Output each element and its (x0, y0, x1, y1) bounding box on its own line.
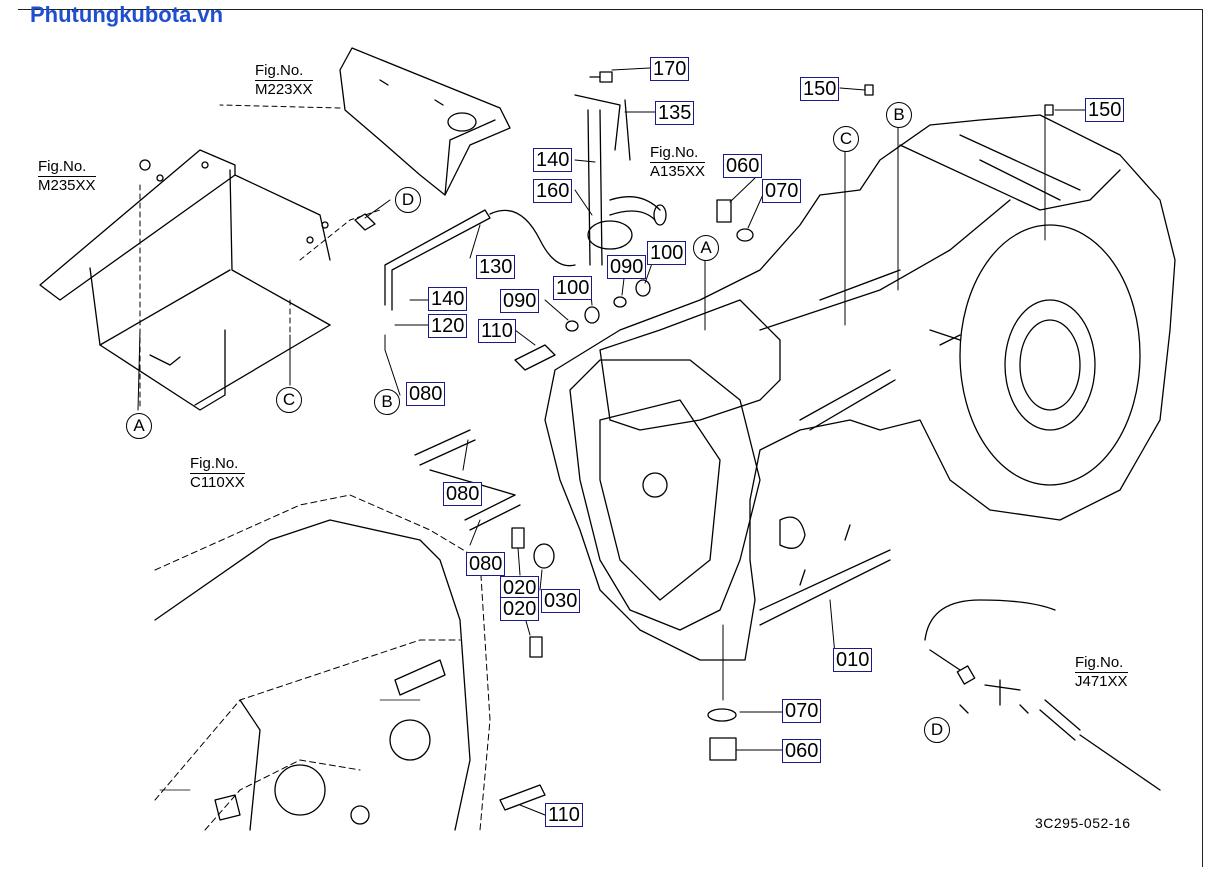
marker-d-lower: D (924, 717, 950, 743)
frame-right-border (1202, 9, 1203, 867)
fig-ref-a135: Fig.No. A135XX (650, 144, 706, 181)
callout-020-lower[interactable]: 020 (500, 597, 540, 621)
marker-c-left: C (276, 387, 302, 413)
front-housing-solid (154, 519, 471, 831)
fig-ref-m223: Fig.No. M223XX (255, 62, 313, 99)
fig-ref-label: Fig.No. (1075, 654, 1124, 671)
callout-130[interactable]: 130 (476, 255, 516, 279)
callout-070-lower[interactable]: 070 (782, 699, 822, 723)
callout-170[interactable]: 170 (650, 57, 690, 81)
callout-010[interactable]: 010 (833, 648, 873, 672)
small-parts-drawing (414, 71, 1054, 811)
callout-150-right[interactable]: 150 (1085, 98, 1125, 122)
callout-090-left[interactable]: 090 (500, 289, 540, 313)
front-housing-drawing (154, 494, 491, 831)
leader-lines-left (139, 104, 381, 411)
marker-c-right: C (833, 126, 859, 152)
callout-140-upper[interactable]: 140 (533, 148, 573, 172)
callout-135[interactable]: 135 (655, 101, 695, 125)
fig-ref-number: J471XX (1075, 672, 1128, 690)
callout-110-lower[interactable]: 110 (545, 803, 583, 827)
fig-ref-j471: Fig.No. J471XX (1075, 654, 1128, 691)
marker-d-upper: D (395, 187, 421, 213)
marker-a-right: A (693, 235, 719, 261)
callout-080-bottom[interactable]: 080 (466, 552, 506, 576)
callout-060-upper[interactable]: 060 (723, 154, 763, 178)
callout-060-lower[interactable]: 060 (782, 739, 822, 763)
watermark-logo: Phutungkubota.vn (30, 2, 224, 27)
callout-100-left[interactable]: 100 (553, 276, 593, 300)
callout-120[interactable]: 120 (428, 314, 468, 338)
fig-ref-number: M223XX (255, 80, 313, 98)
callout-110-upper[interactable]: 110 (478, 319, 516, 343)
fig-ref-number: C110XX (190, 473, 245, 491)
fig-ref-label: Fig.No. (38, 158, 87, 175)
fig-ref-label: Fig.No. (255, 62, 304, 79)
drawing-code: 3C295-052-16 (1035, 815, 1131, 831)
fig-ref-number: M235XX (38, 176, 96, 194)
callout-030[interactable]: 030 (541, 589, 581, 613)
callout-090-right[interactable]: 090 (607, 255, 647, 279)
fender-bracket-drawing (339, 47, 511, 196)
callout-100-right[interactable]: 100 (647, 241, 687, 265)
callout-160[interactable]: 160 (533, 179, 573, 203)
callout-070-upper[interactable]: 070 (762, 179, 802, 203)
marker-b-right: B (886, 102, 912, 128)
leader-lines (137, 67, 1086, 816)
callout-080-middle[interactable]: 080 (443, 482, 483, 506)
pipe-drawing (384, 94, 667, 311)
callout-080-top[interactable]: 080 (406, 382, 446, 406)
callout-150-left[interactable]: 150 (800, 77, 840, 101)
fig-ref-label: Fig.No. (190, 455, 239, 472)
fig-ref-number: A135XX (650, 162, 706, 180)
marker-b-left: B (374, 389, 400, 415)
fig-ref-c110: Fig.No. C110XX (190, 455, 245, 492)
fig-ref-m235: Fig.No. M235XX (38, 158, 96, 195)
right-fittings-drawing (924, 599, 1161, 791)
fig-ref-label: Fig.No. (650, 144, 699, 161)
callout-140-lower[interactable]: 140 (428, 287, 468, 311)
frame-top-border (18, 9, 1203, 10)
marker-a-left: A (126, 413, 152, 439)
transmission-case-drawing (544, 114, 1176, 661)
